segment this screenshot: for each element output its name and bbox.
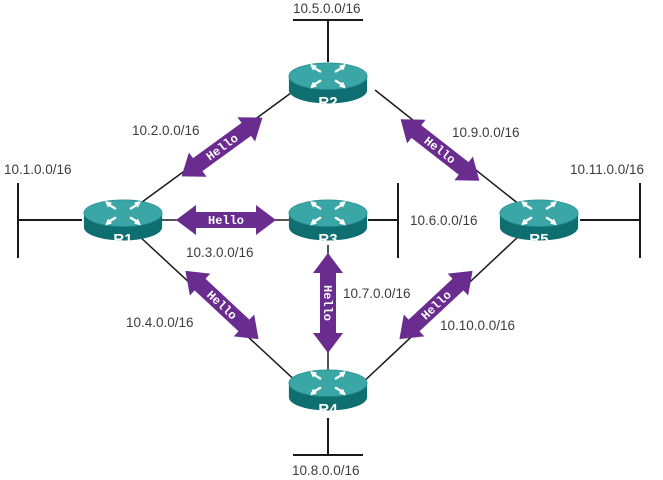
hello-arrow-r2-r5: Hello	[391, 107, 489, 193]
router-label-r4: R4	[318, 401, 338, 418]
router-r2: R2	[287, 61, 369, 111]
router-r1: R1	[82, 198, 164, 248]
router-r5: R5	[498, 198, 580, 248]
hello-arrow-r3-r4: Hello	[313, 253, 343, 353]
network-label-10-3: 10.3.0.0/16	[186, 245, 254, 260]
router-r3: R3	[287, 198, 369, 248]
router-label-r3: R3	[318, 231, 337, 248]
hello-label: Hello	[208, 214, 244, 228]
hello-arrow-r1-r3: Hello	[176, 205, 276, 235]
network-label-10-9: 10.9.0.0/16	[452, 125, 520, 140]
hello-label: Hello	[204, 132, 241, 164]
network-labels: 10.5.0.0/16 10.2.0.0/16 10.9.0.0/16 10.1…	[4, 1, 644, 478]
network-label-10-5: 10.5.0.0/16	[293, 1, 361, 16]
network-label-10-8: 10.8.0.0/16	[292, 463, 360, 478]
lan-segments	[17, 19, 641, 456]
hello-arrow-r4-r5: Hello	[389, 259, 483, 351]
hello-label: Hello	[320, 285, 334, 321]
hello-arrow-r1-r4: Hello	[175, 259, 269, 351]
router-label-r5: R5	[529, 231, 548, 248]
network-label-10-6: 10.6.0.0/16	[410, 213, 478, 228]
router-label-r1: R1	[113, 231, 132, 248]
network-label-10-11: 10.11.0.0/16	[570, 162, 644, 177]
network-label-10-10: 10.10.0.0/16	[440, 318, 515, 333]
router-r4: R4	[287, 368, 369, 418]
network-label-10-4: 10.4.0.0/16	[126, 315, 194, 330]
router-label-r2: R2	[318, 94, 337, 111]
hello-arrow-r1-r2: Hello	[172, 105, 272, 189]
network-label-10-2: 10.2.0.0/16	[132, 123, 200, 138]
network-label-10-1: 10.1.0.0/16	[4, 162, 72, 177]
network-label-10-7: 10.7.0.0/16	[343, 286, 411, 301]
routers: R2 R1 R3 R5 R4	[82, 61, 580, 418]
